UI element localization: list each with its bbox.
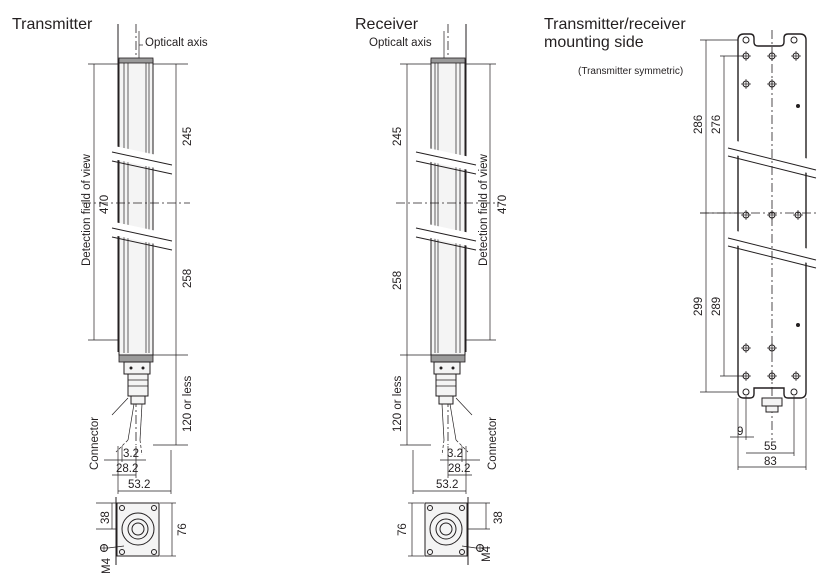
- transmitter-dim-38: 38: [100, 511, 112, 524]
- mounting-dim-9: 9: [737, 426, 743, 438]
- transmitter-dim-470: 470: [99, 195, 111, 214]
- transmitter-dim-245: 245: [182, 127, 194, 146]
- mounting-note: (Transmitter symmetric): [578, 66, 683, 77]
- receiver-dim-76: 76: [397, 523, 409, 536]
- receiver-dim-245: 245: [392, 127, 404, 146]
- mounting-dim-276: 276: [711, 115, 723, 134]
- transmitter-dim-258: 258: [182, 269, 194, 288]
- receiver-detection-label: Detection field of view: [478, 153, 490, 266]
- mounting-holes: [741, 36, 803, 396]
- transmitter-body: [118, 59, 154, 356]
- receiver-body: [430, 59, 466, 356]
- transmitter-dim-53-2: 53.2: [128, 479, 150, 491]
- mounting-dim-286: 286: [693, 115, 705, 134]
- transmitter-optical-axis-label: Opticalt axis: [145, 37, 208, 49]
- mounting-plate: [737, 33, 807, 399]
- mounting-title-line2: mounting side: [544, 34, 644, 51]
- transmitter-dim-28-2: 28.2: [116, 463, 138, 475]
- mounting-side-drawing: Transmitter/receiver mounting side (Tran…: [544, 16, 817, 470]
- mounting-dim-299: 299: [693, 297, 705, 316]
- transmitter-connector-label: Connector: [89, 417, 101, 470]
- transmitter-detection-label: Detection field of view: [81, 153, 93, 266]
- mounting-dim-55: 55: [764, 441, 777, 453]
- receiver-title: Receiver: [355, 16, 419, 33]
- transmitter-dim-76: 76: [177, 523, 189, 536]
- receiver-dim-38: 38: [493, 511, 505, 524]
- receiver-optical-axis-label: Opticalt axis: [369, 37, 432, 49]
- receiver-connector-label: Connector: [487, 417, 499, 470]
- receiver-screw-label: M4: [481, 545, 493, 562]
- transmitter-title: Transmitter: [12, 16, 93, 33]
- transmitter-dim-cable: 120 or less: [182, 375, 194, 432]
- mounting-title-line1: Transmitter/receiver: [544, 16, 686, 33]
- receiver-drawing: Receiver Opticalt axis Detection field o…: [355, 16, 509, 565]
- transmitter-drawing: Transmitter Opticalt axis Detection fiel…: [12, 16, 208, 574]
- transmitter-screw-label: M4: [101, 557, 113, 574]
- receiver-dim-3-2: 3.2: [447, 448, 463, 460]
- receiver-dim-53-2: 53.2: [436, 479, 458, 491]
- receiver-dim-258: 258: [392, 271, 404, 290]
- receiver-dim-470: 470: [497, 195, 509, 214]
- receiver-dim-cable: 120 or less: [392, 375, 404, 432]
- mounting-dim-289: 289: [711, 297, 723, 316]
- receiver-dim-28-2: 28.2: [448, 463, 470, 475]
- mounting-dim-83: 83: [764, 456, 777, 468]
- transmitter-dim-3-2: 3.2: [123, 448, 139, 460]
